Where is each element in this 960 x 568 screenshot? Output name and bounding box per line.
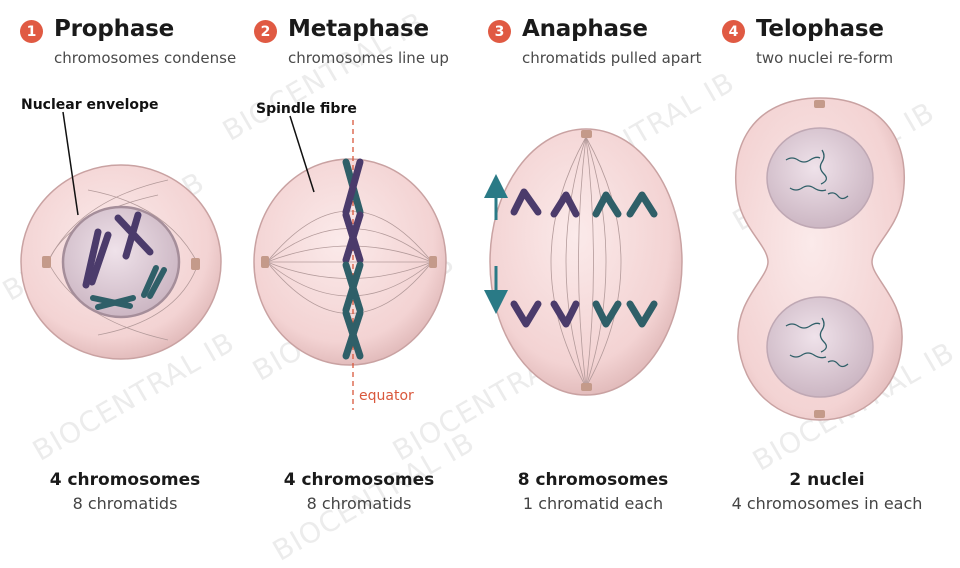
stage-subtitle: chromosomes condense — [54, 49, 237, 67]
stage-title: Anaphase — [522, 16, 648, 42]
spindle-fibres — [550, 136, 622, 388]
chromatid-count: 1 chromatid each — [522, 494, 664, 513]
stage-footer: 4 chromosomes 8 chromatids — [8, 470, 242, 513]
stage-subtitle: chromosomes line up — [288, 49, 449, 67]
metaphase-cell-diagram — [253, 115, 447, 410]
centrosome-bottom — [581, 383, 592, 391]
stage-metaphase: 2 Metaphase chromosomes line up Spindle … — [242, 0, 476, 540]
nuclear-envelope — [61, 205, 181, 319]
centrosome-bottom — [814, 410, 825, 418]
nuclear-envelope-label: Nuclear envelope — [21, 97, 159, 113]
chromosomes-per-nucleus: 4 chromosomes in each — [731, 494, 923, 513]
step-number-badge: 2 — [254, 20, 277, 43]
step-number-badge: 1 — [20, 20, 43, 43]
separating-chromatids-bottom — [510, 300, 658, 328]
stage-footer: 4 chromosomes 8 chromatids — [242, 470, 476, 513]
spindle-fibre-pointer — [289, 115, 315, 193]
aligned-chromosomes — [342, 158, 364, 360]
centrosome-right — [429, 256, 437, 268]
chromosome-count: 4 chromosomes — [49, 470, 201, 490]
centrosome-top — [814, 100, 825, 108]
chromosome-count: 4 chromosomes — [283, 470, 435, 490]
nucleus-bottom — [766, 296, 874, 398]
chromatin-bottom — [785, 317, 849, 368]
anaphase-cell-diagram — [484, 128, 683, 396]
stage-title: Prophase — [54, 16, 175, 42]
stage-anaphase: 3 Anaphase chromatids pulled apart — [476, 0, 710, 540]
spindle-fibre-label: Spindle fibre — [256, 101, 357, 117]
nuclear-envelope-pointer — [62, 111, 79, 216]
stage-footer: 8 chromosomes 1 chromatid each — [476, 470, 710, 513]
centrosome-top — [581, 130, 592, 138]
stage-header: 3 Anaphase chromatids pulled apart — [488, 16, 710, 70]
chromosome-count: 8 chromosomes — [517, 470, 669, 490]
stage-title: Metaphase — [288, 16, 429, 42]
centrosome-left — [261, 256, 269, 268]
stage-header: 4 Telophase two nuclei re-form — [722, 16, 944, 70]
chromatid-count: 8 chromatids — [306, 494, 412, 513]
separating-chromatids-top — [510, 188, 658, 218]
stage-subtitle: chromatids pulled apart — [522, 49, 702, 67]
nuclei-count: 2 nuclei — [789, 470, 865, 490]
cell-membrane — [489, 128, 683, 396]
stage-title: Telophase — [756, 16, 884, 42]
centrosome-left — [42, 256, 51, 268]
stage-telophase: 4 Telophase two nuclei re-form — [710, 0, 944, 540]
telophase-cell-diagram — [734, 97, 906, 421]
condensed-chromosomes — [82, 211, 167, 310]
stage-footer: 2 nuclei 4 chromosomes in each — [710, 470, 944, 513]
equator-label: equator — [359, 388, 414, 404]
step-number-badge: 3 — [488, 20, 511, 43]
stage-subtitle: two nuclei re-form — [756, 49, 894, 67]
stage-header: 2 Metaphase chromosomes line up — [254, 16, 476, 70]
chromatin-top — [785, 149, 849, 200]
nucleus-top — [766, 127, 874, 229]
chromatid-count: 8 chromatids — [72, 494, 178, 513]
prophase-cell-diagram — [20, 111, 222, 360]
centrosome-right — [191, 258, 200, 270]
stage-prophase: 1 Prophase chromosomes condense Nuclear … — [8, 0, 242, 540]
step-number-badge: 4 — [722, 20, 745, 43]
stage-header: 1 Prophase chromosomes condense — [20, 16, 242, 70]
